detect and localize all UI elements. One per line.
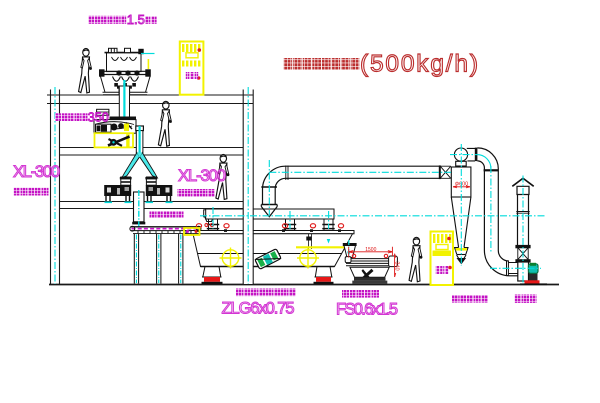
svg-text:XL-300: XL-300	[178, 167, 226, 185]
svg-text:XL-300: XL-300	[13, 163, 60, 181]
svg-text:1500: 1500	[365, 247, 376, 253]
svg-text:1.5: 1.5	[127, 12, 145, 27]
svg-text:ZLG6x0.75: ZLG6x0.75	[222, 300, 295, 318]
svg-text:(500kg/h): (500kg/h)	[360, 51, 478, 78]
svg-text:FS0.6x1.5: FS0.6x1.5	[336, 301, 398, 319]
svg-text:340: 340	[394, 261, 400, 270]
svg-text:350: 350	[88, 111, 109, 125]
